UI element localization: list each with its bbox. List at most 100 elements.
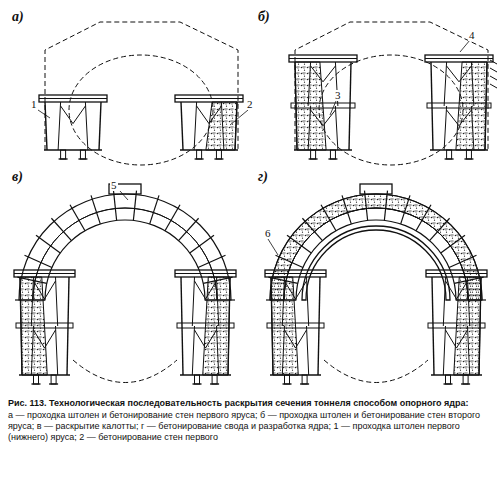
timber-line bbox=[449, 255, 476, 267]
timber-line bbox=[431, 62, 433, 150]
timber-line bbox=[490, 84, 497, 88]
timber-line bbox=[296, 330, 307, 348]
footing bbox=[80, 150, 85, 159]
timber-line bbox=[99, 102, 101, 150]
leader-line bbox=[460, 40, 470, 52]
drawing bbox=[14, 22, 497, 384]
timber-line bbox=[197, 106, 209, 124]
callout-number: 4 bbox=[468, 30, 476, 41]
timber-line bbox=[25, 255, 52, 267]
footing bbox=[212, 375, 217, 384]
timber-line bbox=[443, 326, 445, 375]
timber-line bbox=[335, 106, 337, 150]
timber-line bbox=[85, 102, 87, 150]
timber-line bbox=[342, 195, 351, 224]
timber-line bbox=[323, 66, 335, 82]
timber-line bbox=[446, 281, 457, 299]
timber-line bbox=[464, 158, 473, 159]
timber-line bbox=[265, 273, 326, 274]
timber-line bbox=[73, 106, 85, 124]
footing bbox=[51, 375, 56, 384]
timber-line bbox=[194, 102, 196, 150]
footing bbox=[466, 150, 471, 159]
timber-line bbox=[45, 330, 56, 348]
leader-line bbox=[38, 110, 50, 118]
leader-line bbox=[120, 191, 128, 200]
concrete-wall bbox=[454, 277, 481, 375]
vault-formwork bbox=[302, 226, 450, 300]
timber-line bbox=[59, 158, 68, 159]
timber-line bbox=[490, 60, 497, 64]
figure-title: Рис. 113. Технологическая последовательн… bbox=[8, 398, 492, 409]
leader-line bbox=[330, 101, 336, 115]
timber-line bbox=[49, 383, 58, 384]
leader-line bbox=[230, 110, 248, 125]
timber-line bbox=[58, 102, 60, 150]
timber-line bbox=[44, 149, 102, 150]
timber-line bbox=[210, 383, 219, 384]
core-contour bbox=[319, 55, 463, 165]
footing bbox=[197, 150, 202, 159]
timber-line bbox=[175, 273, 236, 274]
footing bbox=[447, 150, 452, 159]
figure-caption: а — проходка штолен и бетонирование стен… bbox=[8, 410, 492, 443]
cap-beam bbox=[425, 55, 493, 62]
timber-line bbox=[287, 235, 311, 253]
callout-number: 5 bbox=[110, 180, 118, 191]
timber-line bbox=[198, 255, 225, 267]
timber-line bbox=[175, 98, 243, 99]
concrete-vault bbox=[270, 194, 482, 300]
concrete-wall bbox=[271, 277, 298, 375]
timber-line bbox=[443, 277, 445, 326]
timber-line bbox=[444, 62, 446, 106]
timber-line bbox=[70, 205, 85, 231]
concrete-wall bbox=[295, 62, 326, 150]
timber-line bbox=[300, 383, 309, 384]
timber-line bbox=[302, 218, 322, 240]
timber-line bbox=[318, 277, 320, 375]
panel-letter: г) bbox=[258, 170, 268, 184]
callout-number: 6 bbox=[264, 228, 272, 239]
timber-line bbox=[192, 326, 194, 375]
timber-line bbox=[328, 158, 337, 159]
footing bbox=[285, 375, 290, 384]
timber-line bbox=[441, 235, 465, 253]
timber-line bbox=[14, 273, 75, 274]
timber-line bbox=[56, 277, 58, 326]
timber-line bbox=[283, 383, 292, 384]
timber-line bbox=[384, 191, 387, 221]
timber-line bbox=[195, 330, 206, 348]
timber-line bbox=[61, 106, 73, 124]
timber-line bbox=[195, 158, 204, 159]
timber-line bbox=[193, 383, 202, 384]
panel-letter: б) bbox=[258, 10, 270, 24]
cap-beam bbox=[39, 95, 107, 102]
timber-line bbox=[39, 98, 107, 99]
timber-line bbox=[67, 277, 69, 375]
arch-timbering bbox=[270, 194, 482, 300]
timber-line bbox=[416, 205, 431, 231]
timber-line bbox=[349, 62, 351, 150]
timber-line bbox=[91, 195, 100, 224]
timber-line bbox=[461, 383, 470, 384]
footing bbox=[330, 150, 335, 159]
cap-beam bbox=[14, 270, 75, 277]
core-contour bbox=[73, 360, 177, 383]
timber-line bbox=[190, 235, 214, 253]
excavation-contour bbox=[295, 22, 488, 150]
footing bbox=[311, 150, 316, 159]
core-contour bbox=[324, 360, 428, 383]
timber-line bbox=[32, 383, 41, 384]
timber-line bbox=[490, 68, 497, 72]
timber-line bbox=[56, 326, 58, 375]
timber-line bbox=[401, 195, 410, 224]
callout-number: 3 bbox=[334, 90, 342, 101]
timber-line bbox=[195, 281, 206, 299]
timber-line bbox=[365, 191, 368, 221]
timber-line bbox=[323, 110, 335, 126]
timber-line bbox=[490, 76, 497, 80]
crown-block bbox=[360, 184, 392, 194]
timber-line bbox=[446, 330, 457, 348]
timber-line bbox=[309, 158, 318, 159]
